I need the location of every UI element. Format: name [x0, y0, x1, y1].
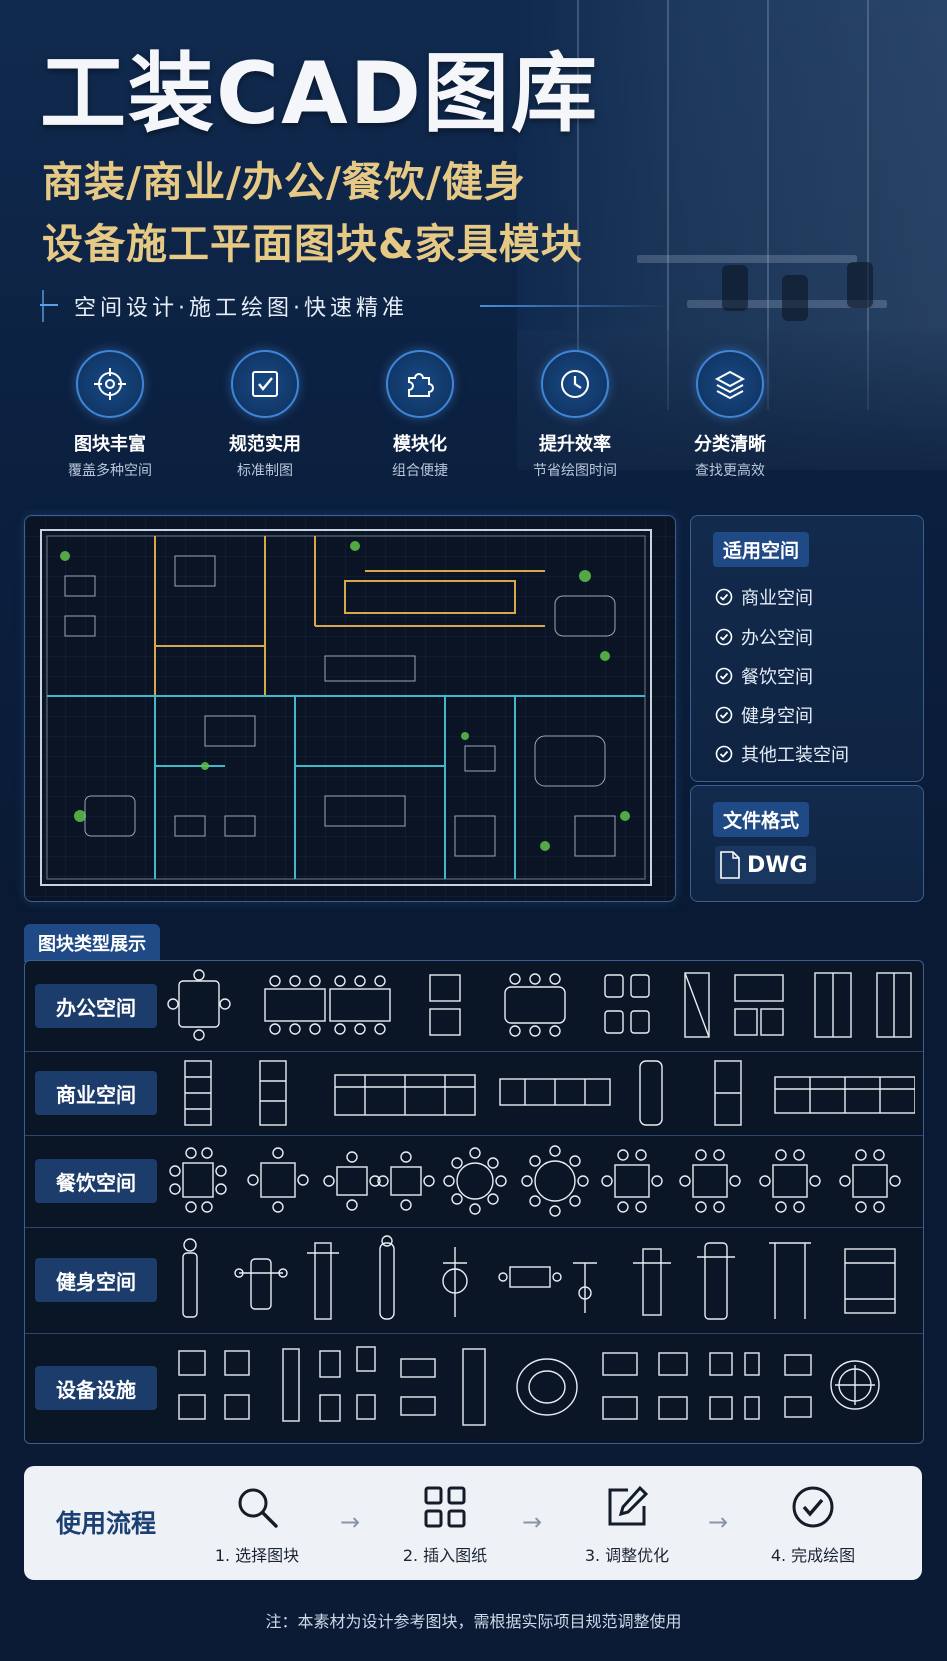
block-type-label: 设备设施: [35, 1366, 157, 1410]
target-icon: [76, 350, 144, 418]
feature-item: 图块丰富 覆盖多种空间: [40, 350, 180, 480]
check-circle-icon: [715, 588, 733, 606]
block-type-row: 健身空间: [25, 1227, 923, 1334]
feature-title: 提升效率: [539, 434, 611, 455]
block-type-label: 健身空间: [35, 1258, 157, 1302]
flow-step: 2. 插入图纸: [370, 1484, 520, 1566]
flow-step-label: 2. 插入图纸: [402, 1546, 488, 1565]
flow-step-label: 4. 完成绘图: [770, 1546, 856, 1565]
applicable-space-item: 办公空间: [715, 624, 813, 650]
feature-desc: 节省绘图时间: [533, 463, 617, 479]
file-format-badge: DWG: [715, 846, 816, 884]
layers-icon: [696, 350, 764, 418]
tagline-tick: [40, 304, 58, 306]
grid-icon: [424, 1486, 466, 1528]
flow-step: 4. 完成绘图: [738, 1484, 888, 1566]
block-type-row: 设备设施: [25, 1333, 923, 1443]
file-format-panel: 文件格式 DWG: [690, 785, 924, 902]
feature-list: 图块丰富 覆盖多种空间 规范实用 标准制图 模块化 组合便捷 提升效率 节省绘图…: [40, 350, 800, 479]
check-circle-icon: [715, 667, 733, 685]
subtitle-line-1: 商装/商业/办公/餐饮/健身: [42, 158, 526, 206]
flow-step-label: 1. 选择图块: [214, 1546, 300, 1565]
check-circle-icon: [792, 1486, 834, 1528]
clock-icon: [541, 350, 609, 418]
file-format-title: 文件格式: [713, 802, 810, 837]
search-icon: [238, 1488, 278, 1528]
flow-step: 3. 调整优化: [552, 1484, 702, 1566]
tagline: 空间设计·施工绘图·快速精准: [74, 296, 408, 321]
arrow-right-icon: →: [340, 1508, 361, 1536]
applicable-space-label: 办公空间: [741, 628, 813, 649]
feature-desc: 查找更高效: [695, 463, 765, 479]
check-circle-icon: [715, 628, 733, 646]
applicable-space-label: 健身空间: [741, 706, 813, 727]
feature-title: 规范实用: [229, 434, 301, 455]
feature-desc: 组合便捷: [392, 463, 448, 479]
arrow-right-icon: →: [708, 1508, 729, 1536]
feature-item: 分类清晰 查找更高效: [660, 350, 800, 480]
block-type-row: 商业空间: [25, 1051, 923, 1136]
check-circle-icon: [715, 706, 733, 724]
footer-note: 注：本素材为设计参考图块，需根据实际项目规范调整使用: [265, 1612, 682, 1631]
feature-item: 模块化 组合便捷: [350, 350, 490, 480]
block-type-label: 办公空间: [35, 984, 157, 1028]
block-types-title: 图块类型展示: [24, 924, 160, 962]
floor-plan-drawing: [25, 516, 675, 901]
floor-plan-preview: [24, 515, 676, 902]
feature-title: 分类清晰: [694, 434, 766, 455]
applicable-space-item: 商业空间: [715, 584, 813, 610]
block-type-row: 餐饮空间: [25, 1135, 923, 1228]
applicable-space-label: 商业空间: [741, 588, 813, 609]
block-type-label: 餐饮空间: [35, 1159, 157, 1203]
subtitle-line-2: 设备施工平面图块&家具模块: [42, 220, 583, 268]
usage-flow-title: 使用流程: [56, 1509, 157, 1538]
applicable-space-item: 健身空间: [715, 702, 813, 728]
file-icon: [720, 851, 740, 879]
applicable-spaces-title: 适用空间: [713, 532, 810, 567]
applicable-space-label: 餐饮空间: [741, 667, 813, 688]
fitness-blocks-drawing: [182, 1235, 896, 1320]
dining-blocks-drawing: [169, 1145, 901, 1217]
block-type-row: 办公空间: [25, 961, 923, 1052]
feature-title: 模块化: [393, 434, 447, 455]
commercial-blocks-drawing: [184, 1060, 915, 1126]
applicable-space-item: 其他工装空间: [715, 741, 849, 767]
arrow-right-icon: →: [522, 1508, 543, 1536]
checkbox-icon: [231, 350, 299, 418]
page-title: 工装CAD图库: [40, 44, 600, 144]
feature-title: 图块丰富: [74, 434, 146, 455]
flow-step-label: 3. 调整优化: [584, 1546, 670, 1565]
feature-item: 规范实用 标准制图: [195, 350, 335, 480]
tagline-row: 空间设计·施工绘图·快速精准: [40, 288, 670, 324]
office-blocks-drawing: [167, 969, 912, 1041]
file-format-value: DWG: [747, 852, 808, 878]
feature-desc: 标准制图: [237, 463, 293, 479]
flow-step: 1. 选择图块: [182, 1484, 332, 1566]
tagline-bar: [42, 290, 44, 322]
applicable-space-label: 其他工装空间: [741, 745, 849, 766]
block-types-panel: 办公空间 商业空间: [24, 960, 924, 1444]
feature-item: 提升效率 节省绘图时间: [505, 350, 645, 480]
feature-desc: 覆盖多种空间: [68, 463, 152, 479]
usage-flow-panel: 使用流程 1. 选择图块 → 2. 插入图纸 → 3. 调整优化 → 4. 完成…: [24, 1466, 922, 1580]
applicable-space-item: 餐饮空间: [715, 663, 813, 689]
block-type-label: 商业空间: [35, 1071, 157, 1115]
tagline-line: [480, 305, 670, 307]
applicable-spaces-panel: 适用空间 商业空间 办公空间 餐饮空间 健身空间 其他工装空间: [690, 515, 924, 782]
edit-icon: [608, 1485, 649, 1526]
equipment-blocks-drawing: [178, 1346, 880, 1426]
puzzle-icon: [386, 350, 454, 418]
check-circle-icon: [715, 745, 733, 763]
